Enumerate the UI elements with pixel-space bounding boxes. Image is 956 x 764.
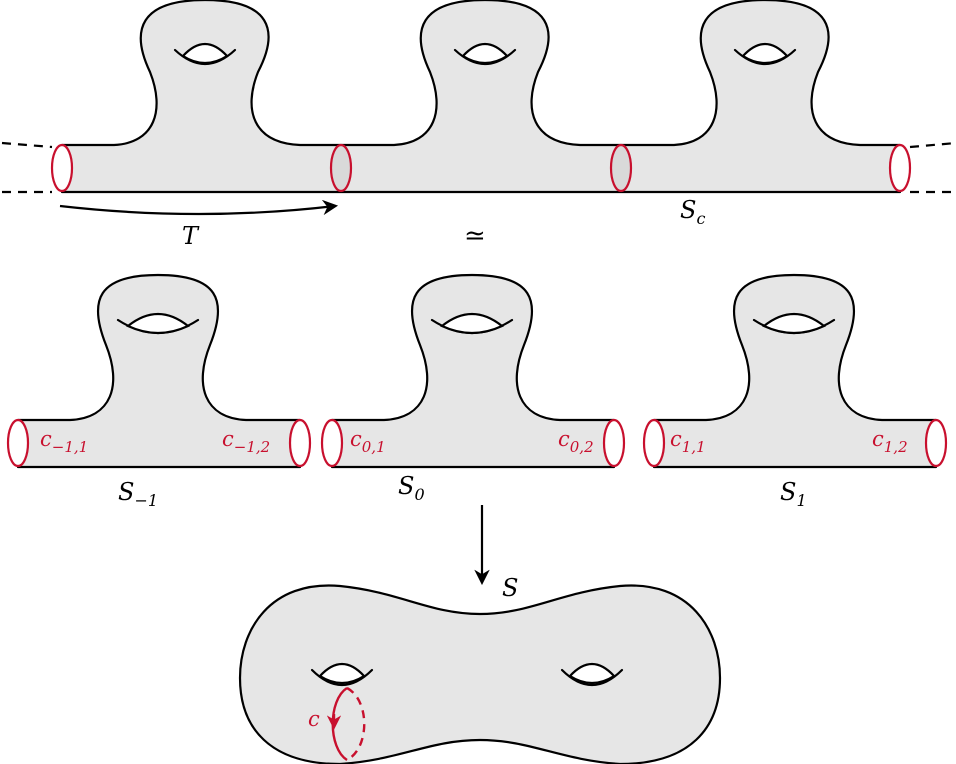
label-S: S xyxy=(502,574,518,602)
cover-handle-2 xyxy=(453,42,517,65)
genus-two-handle-left xyxy=(310,662,374,686)
simeq-symbol: ≃ xyxy=(464,221,486,251)
cover-cuff-left xyxy=(50,143,74,193)
label-c: c xyxy=(308,707,320,731)
cover-cuff-1 xyxy=(329,143,353,193)
cuff-0-2 xyxy=(602,418,626,468)
genus-two-surface: c xyxy=(238,584,722,764)
cover-handle-1 xyxy=(173,42,237,65)
cover-cuff-right xyxy=(888,143,912,193)
piece-S-1: c1,1 c1,2 S1 xyxy=(642,273,948,510)
deck-transformation-arrow xyxy=(59,199,339,216)
cyclic-cover-surface xyxy=(1,0,956,194)
cuff-1-1 xyxy=(642,418,666,468)
cover-handle-3 xyxy=(733,42,797,65)
cuff-1-2 xyxy=(924,418,948,468)
piece-S-minus1: c−1,1 c−1,2 S−1 xyxy=(6,273,312,510)
cover-cuff-2 xyxy=(609,143,633,193)
label-T: T xyxy=(182,222,200,250)
curve-c-back xyxy=(346,686,366,762)
cover-body xyxy=(60,0,902,194)
cuff-0-1 xyxy=(320,418,344,468)
label-S-1: S1 xyxy=(780,478,807,510)
cover-continuation-left-top xyxy=(1,141,53,149)
cuff-minus1-1 xyxy=(6,418,30,468)
label-S-0: S0 xyxy=(398,472,425,504)
piece-S-0: c0,1 c0,2 S0 xyxy=(320,273,626,504)
genus-two-handle-right xyxy=(560,662,624,686)
cover-continuation-right-top xyxy=(909,141,956,149)
genus-two-body xyxy=(238,584,722,764)
label-S-c: Sc xyxy=(680,196,705,228)
label-S-minus1: S−1 xyxy=(118,478,158,510)
cuff-minus1-2 xyxy=(288,418,312,468)
